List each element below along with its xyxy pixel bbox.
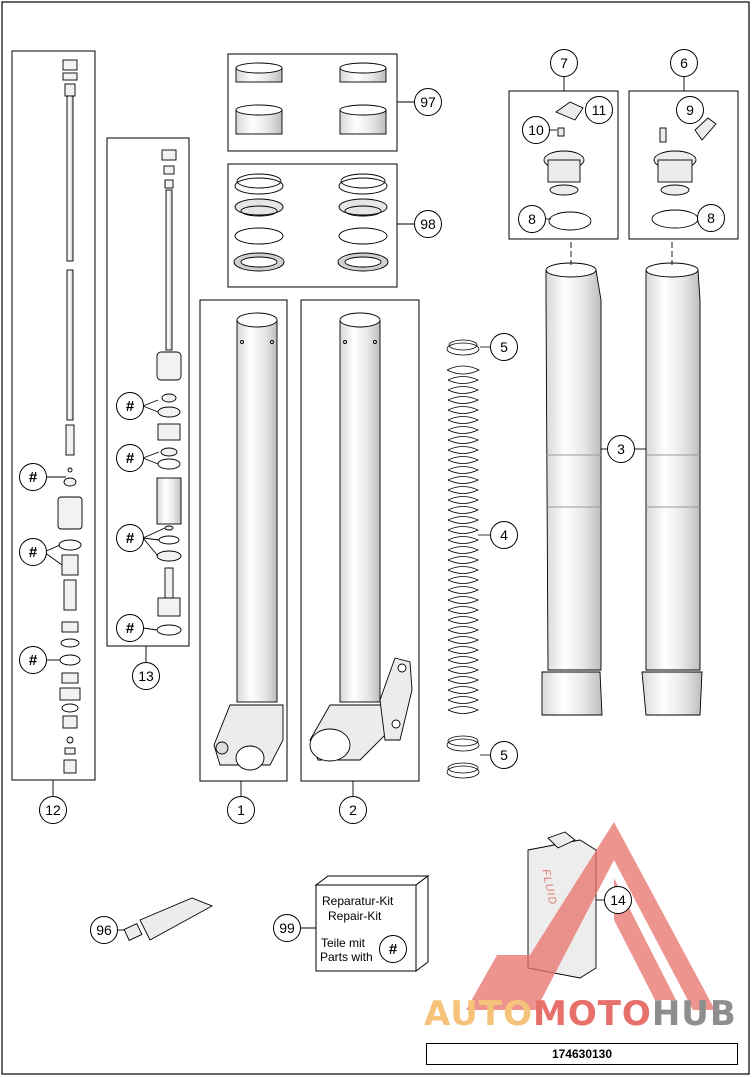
callout-8-right: 8 <box>697 204 725 232</box>
callout-98: 98 <box>414 210 442 238</box>
callout-repair-kit-part: # <box>19 646 47 674</box>
callout-4: 4 <box>490 521 518 549</box>
part-number-box: 174630130 <box>426 1043 738 1065</box>
callout-repair-kit-part: # <box>116 524 144 552</box>
watermark-brand: AUTOMOTOHUB <box>424 994 737 1034</box>
callout-5-top: 5 <box>490 333 518 361</box>
inner-tube-2 <box>300 299 420 796</box>
repair-kit-title-de: Reparatur-Kit <box>322 894 394 908</box>
callout-13: 13 <box>132 662 160 690</box>
callout-repair-kit-part: # <box>116 614 144 642</box>
repair-kit-title-en: Repair-Kit <box>328 909 382 923</box>
bushings-97 <box>227 53 415 152</box>
callout-12: 12 <box>39 796 67 824</box>
watermark-logo <box>466 822 715 1010</box>
callout-3: 3 <box>607 435 635 463</box>
spring-4 <box>446 339 490 779</box>
callout-97: 97 <box>414 88 442 116</box>
callout-2: 2 <box>339 796 367 824</box>
repair-kit-parts-de: Teile mit <box>321 936 366 950</box>
fork-cap-assembly-6 <box>628 77 739 240</box>
repair-kit-parts-en: Parts with <box>320 950 373 964</box>
callout-6: 6 <box>670 49 698 77</box>
callout-1: 1 <box>227 796 255 824</box>
seals-98 <box>227 163 415 288</box>
callout-repair-kit-part: # <box>19 463 47 491</box>
fork-cap-assembly-7 <box>508 77 619 240</box>
callout-10: 10 <box>522 116 550 144</box>
watermark-word-3: HUB <box>651 994 737 1034</box>
cartridge-assembly-13 <box>106 137 190 662</box>
callout-repair-kit-part: # <box>116 444 144 472</box>
callout-11: 11 <box>585 96 613 124</box>
callout-repair-kit-part: # <box>19 538 47 566</box>
callout-8-left: 8 <box>518 205 546 233</box>
cartridge-assembly-12 <box>11 50 96 797</box>
callout-9: 9 <box>676 96 704 124</box>
outer-tubes-3 <box>541 242 703 716</box>
watermark-word-2: MOTO <box>532 994 652 1034</box>
callout-5-bottom: 5 <box>490 741 518 769</box>
callout-7: 7 <box>550 49 578 77</box>
callout-14: 14 <box>604 886 632 914</box>
inner-tube-1 <box>199 299 288 796</box>
callout-repair-kit-part: # <box>116 392 144 420</box>
callout-96: 96 <box>90 916 118 944</box>
grease-tube-96 <box>115 897 214 941</box>
repair-kit-symbol: # <box>379 935 407 963</box>
watermark-word-1: AUTO <box>424 994 533 1034</box>
callout-99: 99 <box>273 914 301 942</box>
